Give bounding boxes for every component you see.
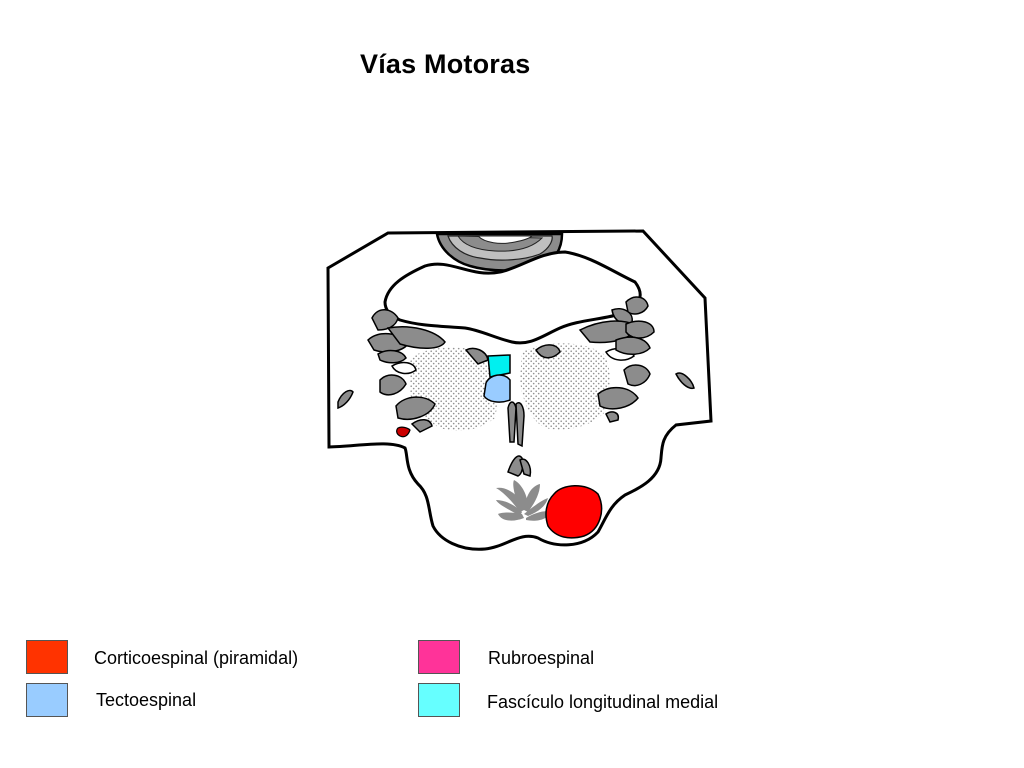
- legend-swatch-flm: [418, 683, 460, 717]
- page-title: Vías Motoras: [360, 49, 531, 79]
- legend-swatch-rubroespinal: [418, 640, 460, 674]
- corticospinal-tract: [545, 485, 603, 539]
- pontine-nuclei: [496, 480, 550, 521]
- cerebellum-top: [435, 232, 564, 272]
- legend-label-flm: Fascículo longitudinal medial: [487, 692, 719, 712]
- gray-nuclei-left: [337, 309, 489, 433]
- medial-longitudinal-fasciculus: [487, 354, 511, 378]
- legend-label-corticoespinal: Corticoespinal (piramidal): [94, 648, 299, 668]
- gray-nuclei-right: [535, 296, 695, 423]
- legend-label-tectoespinal: Tectoespinal: [96, 690, 197, 710]
- midline-structures: [507, 401, 532, 477]
- rubrospinal-tract: [396, 426, 411, 438]
- legend-swatch-corticoespinal: [26, 640, 68, 674]
- reticular-area-right: [520, 343, 611, 430]
- legend-label-rubroespinal: Rubroespinal: [488, 648, 595, 668]
- legend-swatch-tectoespinal: [26, 683, 68, 717]
- tectospinal-tract: [483, 374, 511, 403]
